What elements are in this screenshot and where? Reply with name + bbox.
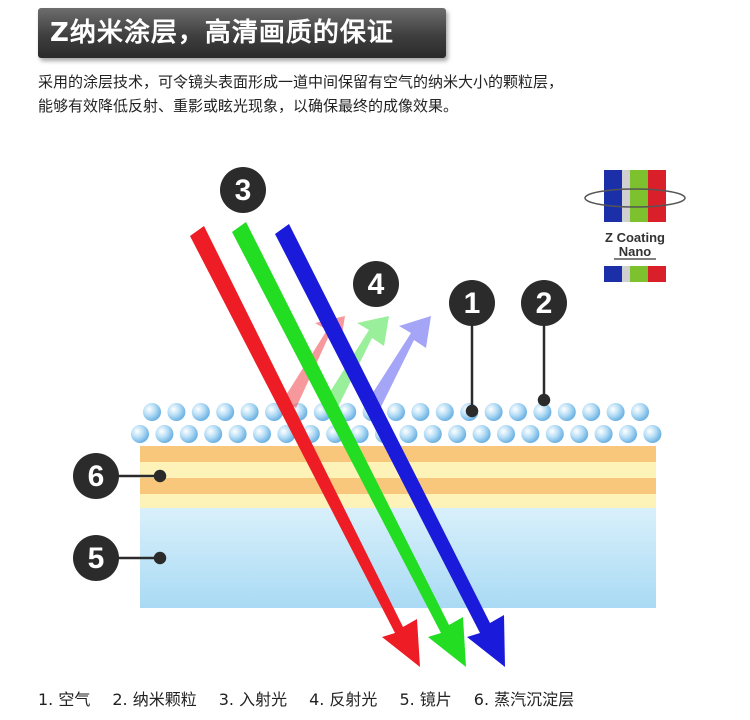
nano-particle	[448, 425, 466, 443]
legend-item-vapor-deposition-layer: 6. 蒸汽沉淀层	[474, 686, 574, 710]
nano-particle	[241, 403, 259, 421]
nano-particle	[473, 425, 491, 443]
marker-4: 4	[353, 261, 399, 307]
nano-particle	[180, 425, 198, 443]
marker-6: 6	[73, 453, 119, 499]
nano-particle	[497, 425, 515, 443]
svg-text:3: 3	[235, 174, 252, 207]
svg-text:Nano: Nano	[619, 244, 652, 259]
svg-text:5: 5	[88, 542, 105, 575]
legend-item-reflected-light: 4. 反射光	[309, 686, 377, 710]
nano-particle	[558, 403, 576, 421]
nano-particle	[411, 403, 429, 421]
nano-particle	[485, 403, 503, 421]
nano-particle	[167, 403, 185, 421]
nano-particle	[546, 425, 564, 443]
marker-2: 2	[521, 280, 567, 326]
nano-particle	[131, 425, 149, 443]
nano-particle	[521, 425, 539, 443]
nano-particle	[570, 425, 588, 443]
nano-particle	[204, 425, 222, 443]
legend: 1. 空气 2. 纳米颗粒 3. 入射光 4. 反射光 5. 镜片 6. 蒸汽沉…	[38, 686, 574, 710]
legend-item-air: 1. 空气	[38, 686, 90, 710]
nano-particle	[143, 403, 161, 421]
nano-particle	[253, 425, 271, 443]
nano-particle	[399, 425, 417, 443]
marker-1: 1	[449, 280, 495, 326]
legend-item-incident-light: 3. 入射光	[219, 686, 287, 710]
nano-particle	[436, 403, 454, 421]
nano-particle	[619, 425, 637, 443]
marker-5: 5	[73, 535, 119, 581]
lens-layer	[140, 508, 656, 608]
svg-text:1: 1	[464, 287, 481, 320]
nano-particle	[216, 403, 234, 421]
coating-stripe-4	[140, 494, 656, 508]
nano-particle	[607, 403, 625, 421]
z-coating-nano-logo: Z Coating Nano	[585, 170, 685, 282]
nano-particle	[424, 425, 442, 443]
svg-text:4: 4	[368, 268, 385, 301]
nano-particle	[387, 403, 405, 421]
nano-particle	[509, 403, 527, 421]
legend-item-lens: 5. 镜片	[399, 686, 451, 710]
svg-text:6: 6	[88, 460, 105, 493]
nano-particle	[229, 425, 247, 443]
legend-item-nano-particles: 2. 纳米颗粒	[112, 686, 196, 710]
nano-particle	[155, 425, 173, 443]
nano-particle	[631, 403, 649, 421]
nano-particle	[643, 425, 661, 443]
nano-particle	[582, 403, 600, 421]
marker-3: 3	[220, 167, 266, 213]
coating-stripe-3	[140, 478, 656, 494]
nano-particle	[595, 425, 613, 443]
svg-text:Z Coating: Z Coating	[605, 230, 665, 245]
svg-text:2: 2	[536, 287, 553, 320]
nano-particle	[192, 403, 210, 421]
